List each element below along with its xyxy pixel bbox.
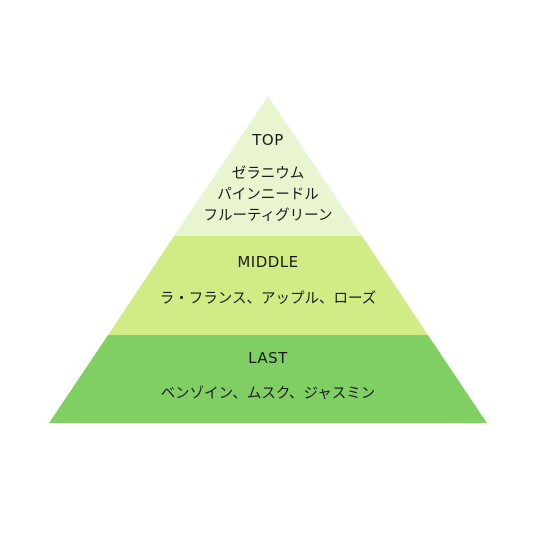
tier-last-shape	[49, 335, 487, 423]
tier-top-note: ゼラニウム	[231, 166, 305, 182]
tier-top-title: TOP	[252, 131, 284, 149]
tier-top-note: フルーティグリーン	[203, 208, 333, 224]
tier-last-notes: ベンゾイン、ムスク、ジャスミン	[0, 384, 536, 405]
tier-top-shape	[174, 96, 362, 236]
tier-middle-note: ラ・フランス、アップル、ローズ	[159, 291, 377, 307]
tier-last-title: LAST	[248, 349, 288, 367]
tier-top-notes: ゼラニウム パインニードル フルーティグリーン	[0, 164, 536, 227]
tier-middle-shape	[108, 236, 428, 335]
tier-middle-notes: ラ・フランス、アップル、ローズ	[0, 289, 536, 310]
tier-top-note: パインニードル	[217, 187, 319, 203]
tier-last-note: ベンゾイン、ムスク、ジャスミン	[160, 386, 376, 402]
tier-middle-title: MIDDLE	[237, 253, 299, 271]
